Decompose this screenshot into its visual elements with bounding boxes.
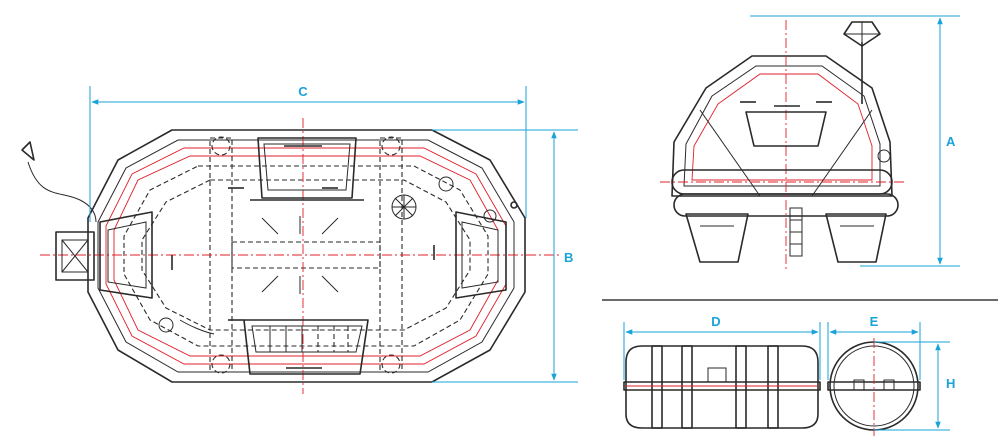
- dimension-label-h: H: [946, 376, 955, 391]
- dimension-label-a: A: [946, 134, 956, 149]
- container-side-view: [623, 345, 821, 429]
- container-end-view: [827, 338, 921, 436]
- light-icon: [391, 194, 417, 220]
- dimension-label-c: C: [298, 84, 308, 99]
- dimension-label-d: D: [711, 314, 720, 329]
- top-view: [21, 118, 560, 394]
- dimension-label-e: E: [870, 314, 879, 329]
- dimension-lines: [89, 15, 960, 431]
- front-view: [660, 20, 905, 272]
- dimension-label-b: B: [564, 250, 573, 265]
